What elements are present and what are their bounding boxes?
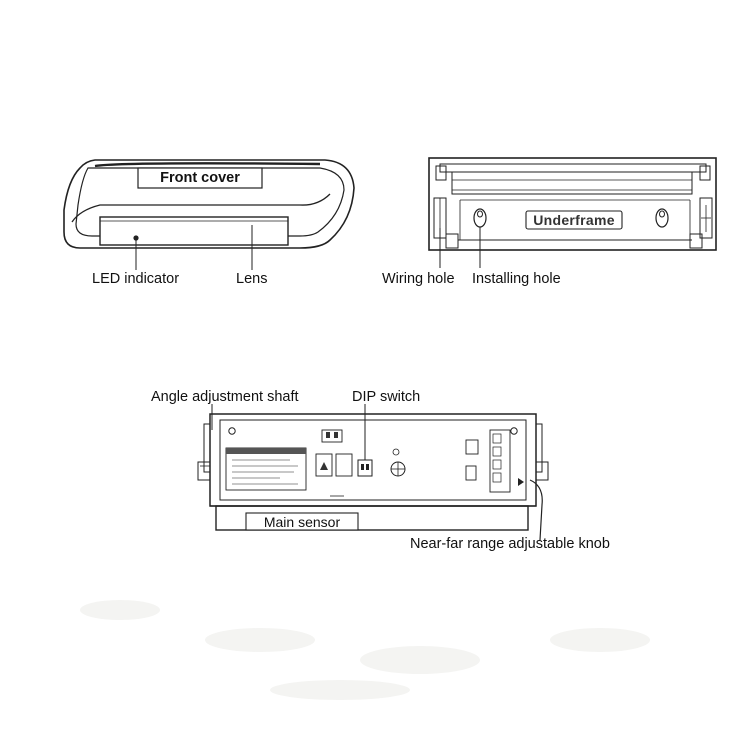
underframe-label: Underframe [533,212,615,228]
near-far-knob-label: Near-far range adjustable knob [410,536,610,552]
dip-switch-label: DIP switch [352,389,421,405]
front-cover-device [63,159,355,270]
board-device [197,404,549,541]
main-sensor-label: Main sensor [263,514,341,530]
installing-hole-label: Installing hole [472,271,561,287]
underframe-device [428,157,717,268]
front-cover-label: Front cover [160,170,240,186]
lens-label: Lens [236,271,268,287]
wiring-hole-label: Wiring hole [382,271,455,287]
led-indicator-label: LED indicator [92,271,180,287]
angle-adjustment-shaft-label: Angle adjustment shaft [151,389,299,405]
background-smudge [80,600,650,700]
